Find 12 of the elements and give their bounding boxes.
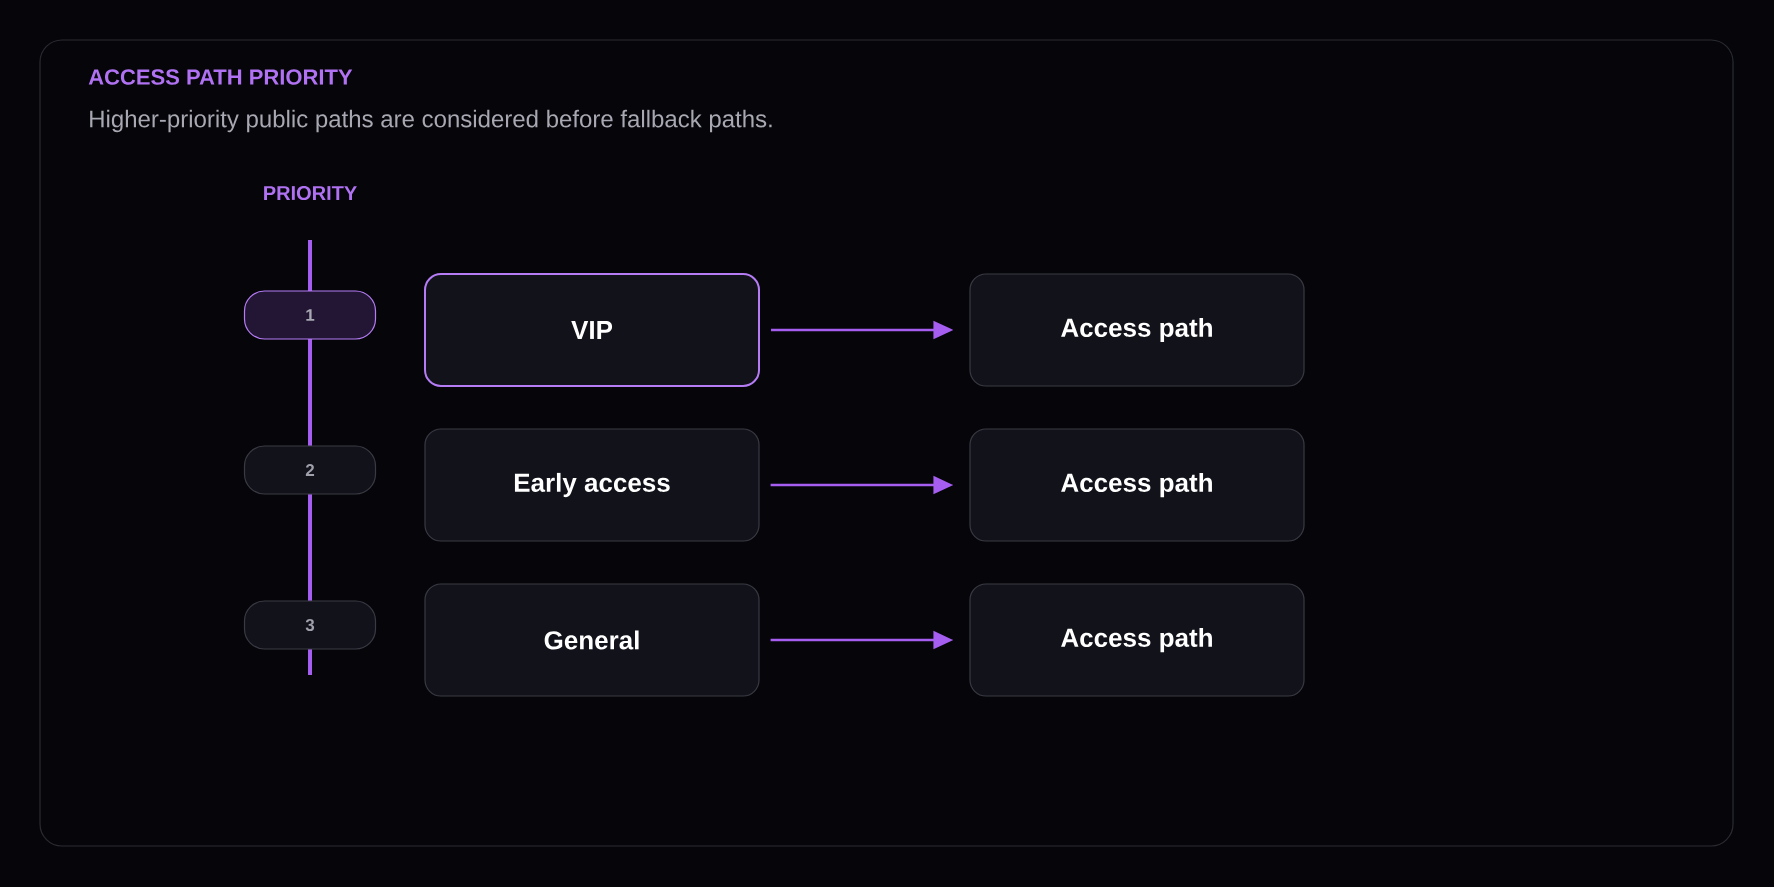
path-box: Access path <box>969 428 1305 542</box>
priority-badge: 3 <box>243 600 377 650</box>
tier-box: VIP <box>424 273 760 387</box>
priority-badge: 1 <box>243 290 377 340</box>
path-box: Access path <box>969 273 1305 387</box>
tier-box: Early access <box>424 428 760 542</box>
priority-badge: 2 <box>243 445 377 495</box>
subtitle: Higher-priority public paths are considered before fallback paths. <box>90 109 772 133</box>
path-box: Access path <box>969 583 1305 697</box>
axis-label: PRIORITY <box>264 185 357 201</box>
tier-box: General <box>424 583 760 697</box>
heading: ACCESS PATH PRIORITY <box>88 69 353 85</box>
